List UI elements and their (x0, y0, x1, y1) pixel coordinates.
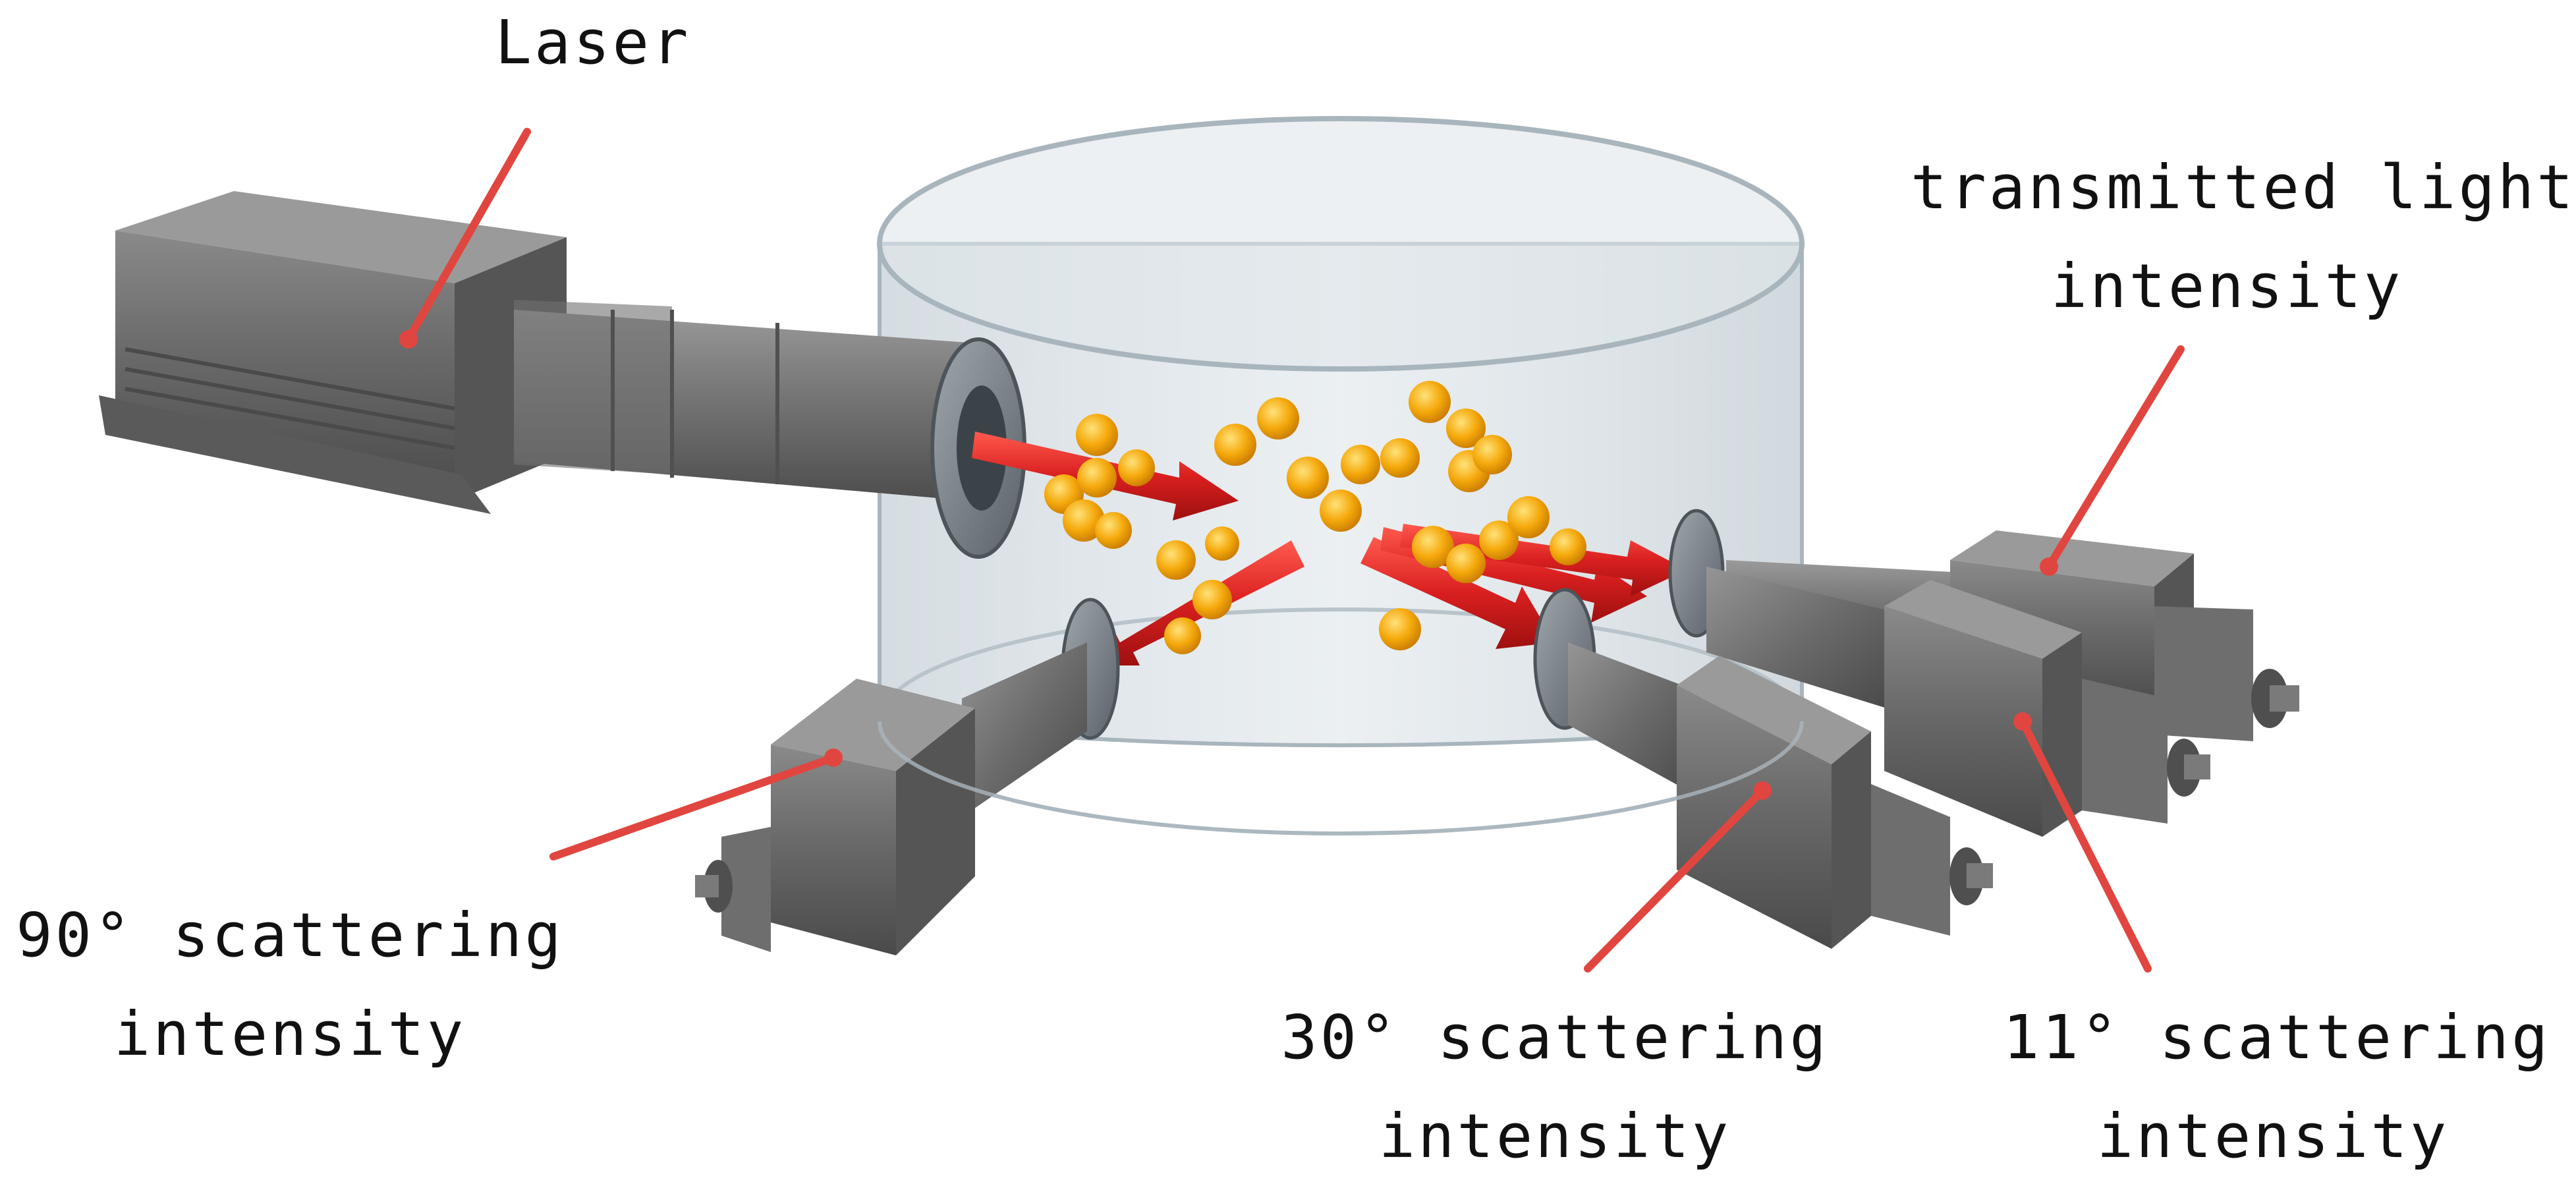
laser-tube-rings (611, 310, 779, 484)
particle (1077, 458, 1117, 497)
laser-tube-section-1 (514, 300, 672, 474)
leader-dot-laser (399, 330, 418, 349)
particle (1205, 526, 1239, 561)
particle (1412, 526, 1454, 568)
scatter-30-top (1677, 656, 1871, 764)
scatter-11-back (2082, 679, 2168, 824)
transmitted-label-line1: transmitted light (1911, 152, 2576, 223)
scatter-11-pin (2184, 754, 2210, 779)
scatter-11-label: 11° scattering intensity (2003, 988, 2551, 1186)
scatter-30-detector (1533, 588, 1993, 949)
transmitted-light-label: transmitted light intensity (1911, 138, 2576, 336)
sample-cell-front-edge (878, 721, 1804, 835)
particle (1257, 397, 1299, 439)
particle (1287, 457, 1329, 499)
particle (1063, 499, 1105, 542)
leader-line-11 (2019, 718, 2152, 973)
scatter-11-tube (1706, 567, 1897, 712)
particle (1320, 490, 1362, 532)
scatter-90-detector (695, 598, 1120, 955)
scatter-90-back (721, 827, 771, 952)
particle (1380, 438, 1420, 478)
scatter-90-body (896, 708, 975, 955)
particle (1214, 424, 1256, 466)
particle (1192, 580, 1232, 619)
leader-line-laser (405, 128, 531, 343)
particle (1507, 496, 1550, 538)
particle (1164, 617, 1201, 654)
particle (1076, 414, 1118, 456)
leader-line-transmitted (2045, 345, 2185, 571)
leader-lines (399, 128, 2185, 973)
scatter-30-back (1871, 784, 1950, 936)
scatter-11-label-line1: 11° scattering (2003, 1002, 2551, 1073)
particle (1446, 544, 1486, 583)
scatter-11-body (1884, 606, 2042, 837)
transmitted-detector-pin (2270, 685, 2299, 712)
leader-dot-11 (2013, 712, 2032, 731)
particle (1341, 445, 1380, 484)
laser-base (99, 395, 491, 514)
leader-line-30 (1584, 787, 1766, 973)
scatter-30-label-line1: 30° scattering (1281, 1002, 1829, 1073)
transmitted-beam-arrow (1400, 524, 1687, 596)
laser-label-text: Laser (495, 7, 691, 78)
scatter-90-top (771, 679, 975, 771)
scatter-11-label-line2: intensity (2096, 1101, 2450, 1172)
scatter-30-pin (1967, 863, 1993, 888)
scatter-90-tube (962, 642, 1087, 817)
scatter-30-label: 30° scattering intensity (1278, 988, 1832, 1186)
particle (1095, 512, 1132, 549)
transmitted-label-line2: intensity (2050, 251, 2403, 322)
scatter-30-side (1832, 731, 1871, 949)
scatter-90-pin (695, 875, 719, 897)
scatter-11-top (1884, 580, 2082, 659)
scatter-30-beam-arrow (1360, 537, 1555, 649)
transmitted-detector-back (2154, 606, 2253, 741)
scatter-90-label: 90° scattering intensity (13, 886, 567, 1084)
particle (1156, 540, 1196, 580)
scatter-90-label-line2: intensity (113, 999, 466, 1069)
laser-fins (125, 347, 455, 450)
particle (1118, 449, 1155, 486)
leader-dot-transmitted (2040, 557, 2058, 576)
particles (1044, 381, 1586, 654)
particle (1550, 528, 1586, 565)
scatter-90-front (771, 745, 896, 955)
leader-dot-30 (1753, 781, 1772, 800)
leader-dot-90 (824, 748, 843, 767)
particle (1446, 409, 1486, 448)
scatter-30-tube (1568, 642, 1700, 797)
particle (1479, 521, 1519, 560)
scatter-90-label-line1: 90° scattering (16, 900, 564, 971)
particle (1409, 381, 1451, 423)
particle (1379, 608, 1421, 650)
transmitted-detector-top (1950, 530, 2194, 586)
scatter-30-body (1677, 685, 1832, 949)
scatter-30-label-line2: intensity (1378, 1101, 1731, 1172)
particle (1472, 435, 1512, 474)
leader-line-90 (549, 754, 837, 861)
laser-label: Laser (461, 0, 725, 92)
sample-cell-top-rim (877, 116, 1805, 372)
